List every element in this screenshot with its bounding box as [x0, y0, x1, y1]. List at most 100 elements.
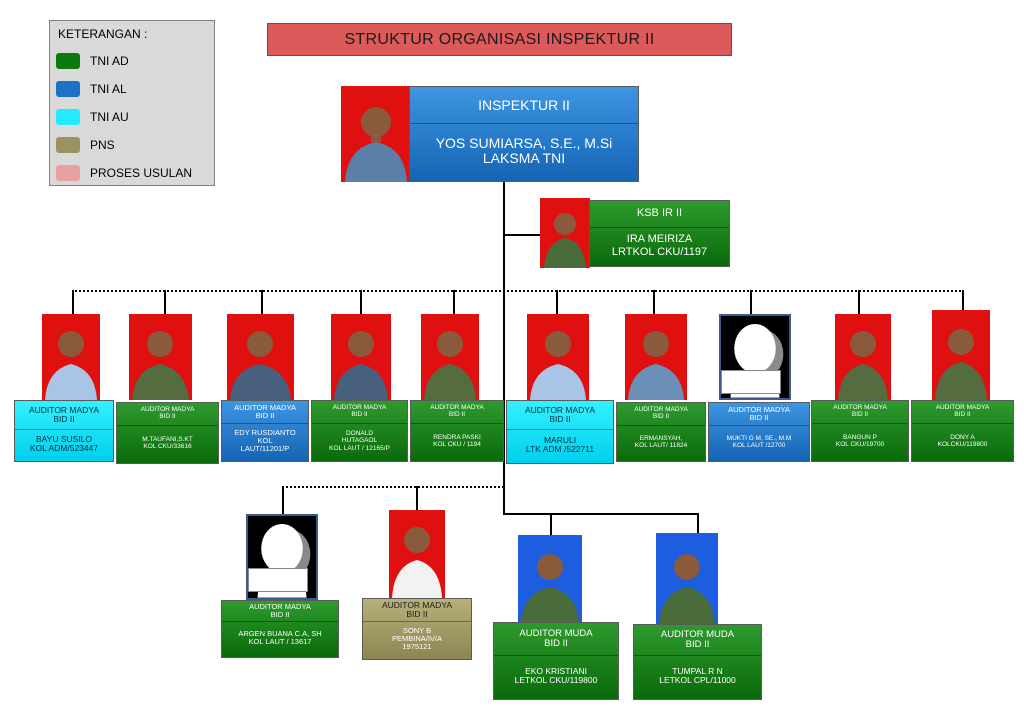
- card-text: 1975121: [402, 642, 432, 652]
- person-silhouette-icon: [392, 527, 442, 598]
- card-body: YOS SUMIARSA, S.E., M.Si LAKSMA TNI: [410, 121, 638, 181]
- legend-label: PROSES USULAN: [90, 166, 193, 180]
- card-text: AUDITOR MUDA: [519, 628, 593, 640]
- legend-item-tni-au: TNI AU: [56, 109, 216, 127]
- drop-line: [453, 290, 455, 314]
- drop-line: [72, 290, 74, 314]
- card-body: ERMANSYAH,KOL LAUT/ 11824: [617, 423, 705, 461]
- auditor-photo: [421, 314, 479, 400]
- head-photo: [341, 86, 411, 182]
- drop-line: [550, 513, 552, 535]
- card-text: KOL CKU/19700: [835, 441, 885, 448]
- card-text: AUDITOR MADYA: [634, 406, 688, 414]
- card-text: BANGUN P: [843, 433, 877, 441]
- person-silhouette-icon: [628, 331, 684, 400]
- card-text: LTK ADM /522711: [525, 444, 595, 454]
- card-position: KSB IR II: [636, 207, 683, 220]
- legend-swatch: [56, 137, 80, 153]
- card-text: PEMBINA/IV/A: [391, 633, 442, 643]
- auditor-photo: [331, 314, 391, 400]
- auditor-photo: [527, 314, 589, 400]
- card-text: BID II: [406, 609, 428, 619]
- card-text: BID II: [544, 638, 568, 649]
- card-position: INSPEKTUR II: [478, 96, 570, 113]
- card-name: IRA MEIRIZA: [626, 233, 693, 246]
- drop-line: [858, 290, 860, 314]
- card-text: BID II: [685, 639, 710, 650]
- legend-label: TNI AD: [90, 54, 129, 68]
- legend-label: TNI AL: [90, 82, 127, 96]
- person-silhouette-icon: [935, 329, 987, 400]
- card-text: MARULI: [543, 434, 577, 445]
- card-text: M.TAUFANI,S.KT: [142, 435, 193, 443]
- card-header: INSPEKTUR II: [410, 87, 638, 124]
- card-text: BID II: [549, 414, 571, 424]
- card-text: KOL LAUT / 12165/P: [329, 444, 390, 452]
- card-text: AUDITOR MADYA: [935, 404, 990, 412]
- card-text: AUDITOR MADYA: [234, 403, 296, 413]
- lower-madya-connector: [282, 486, 504, 488]
- card-text: HUTAGAOL: [341, 437, 378, 445]
- card-header: KSB IR II: [590, 201, 729, 228]
- card-text: AUDITOR MADYA: [833, 404, 887, 412]
- drop-line: [962, 290, 964, 314]
- drop-line: [261, 290, 263, 314]
- card-text: KOLCKU/119800: [937, 441, 988, 448]
- card-text: KOL ADM/523447: [29, 443, 99, 453]
- placeholder-photo: [719, 314, 791, 400]
- auditor-photo: [227, 314, 294, 400]
- person-silhouette-icon: [424, 331, 476, 400]
- legend-label: TNI AU: [90, 110, 129, 124]
- card-text: BID II: [749, 413, 769, 422]
- person-silhouette-icon: [838, 331, 888, 400]
- placeholder-photo: [246, 514, 318, 600]
- drop-line: [750, 290, 752, 314]
- card-text: BID II: [53, 414, 75, 424]
- auditor-photo: [129, 314, 192, 400]
- card-text: KOL CKU/33616: [143, 443, 192, 450]
- card-text: KOL LAUT / 13617: [248, 637, 312, 646]
- card-text: ERMANSYAH,: [639, 434, 683, 442]
- person-silhouette-icon: [132, 331, 189, 400]
- card-text: BID II: [255, 411, 275, 420]
- person-silhouette-icon: [334, 331, 388, 400]
- card-text: AUDITOR MADYA: [140, 406, 195, 414]
- legend-item-pns: PNS: [56, 137, 216, 155]
- legend-swatch: [56, 81, 80, 97]
- drop-line: [653, 290, 655, 314]
- card-text: MUKTI G M, SE., M.M: [726, 434, 792, 442]
- legend-box: KETERANGAN : TNI AD TNI AL TNI AU PNS PR…: [49, 20, 215, 186]
- card-text: KOL LAUT /12700: [732, 442, 786, 449]
- trunk-line: [503, 182, 505, 515]
- card-text: BID II: [159, 413, 176, 420]
- legend-label: PNS: [90, 138, 115, 152]
- person-silhouette-icon: [530, 331, 586, 400]
- drop-line: [416, 486, 418, 510]
- card-text: DONALD: [345, 430, 374, 438]
- card-text: ARGEN BUANA C.A, SH: [238, 628, 322, 638]
- card-text: LETKOL CPL/11000: [659, 675, 736, 685]
- card-text: AUDITOR MADYA: [332, 404, 387, 412]
